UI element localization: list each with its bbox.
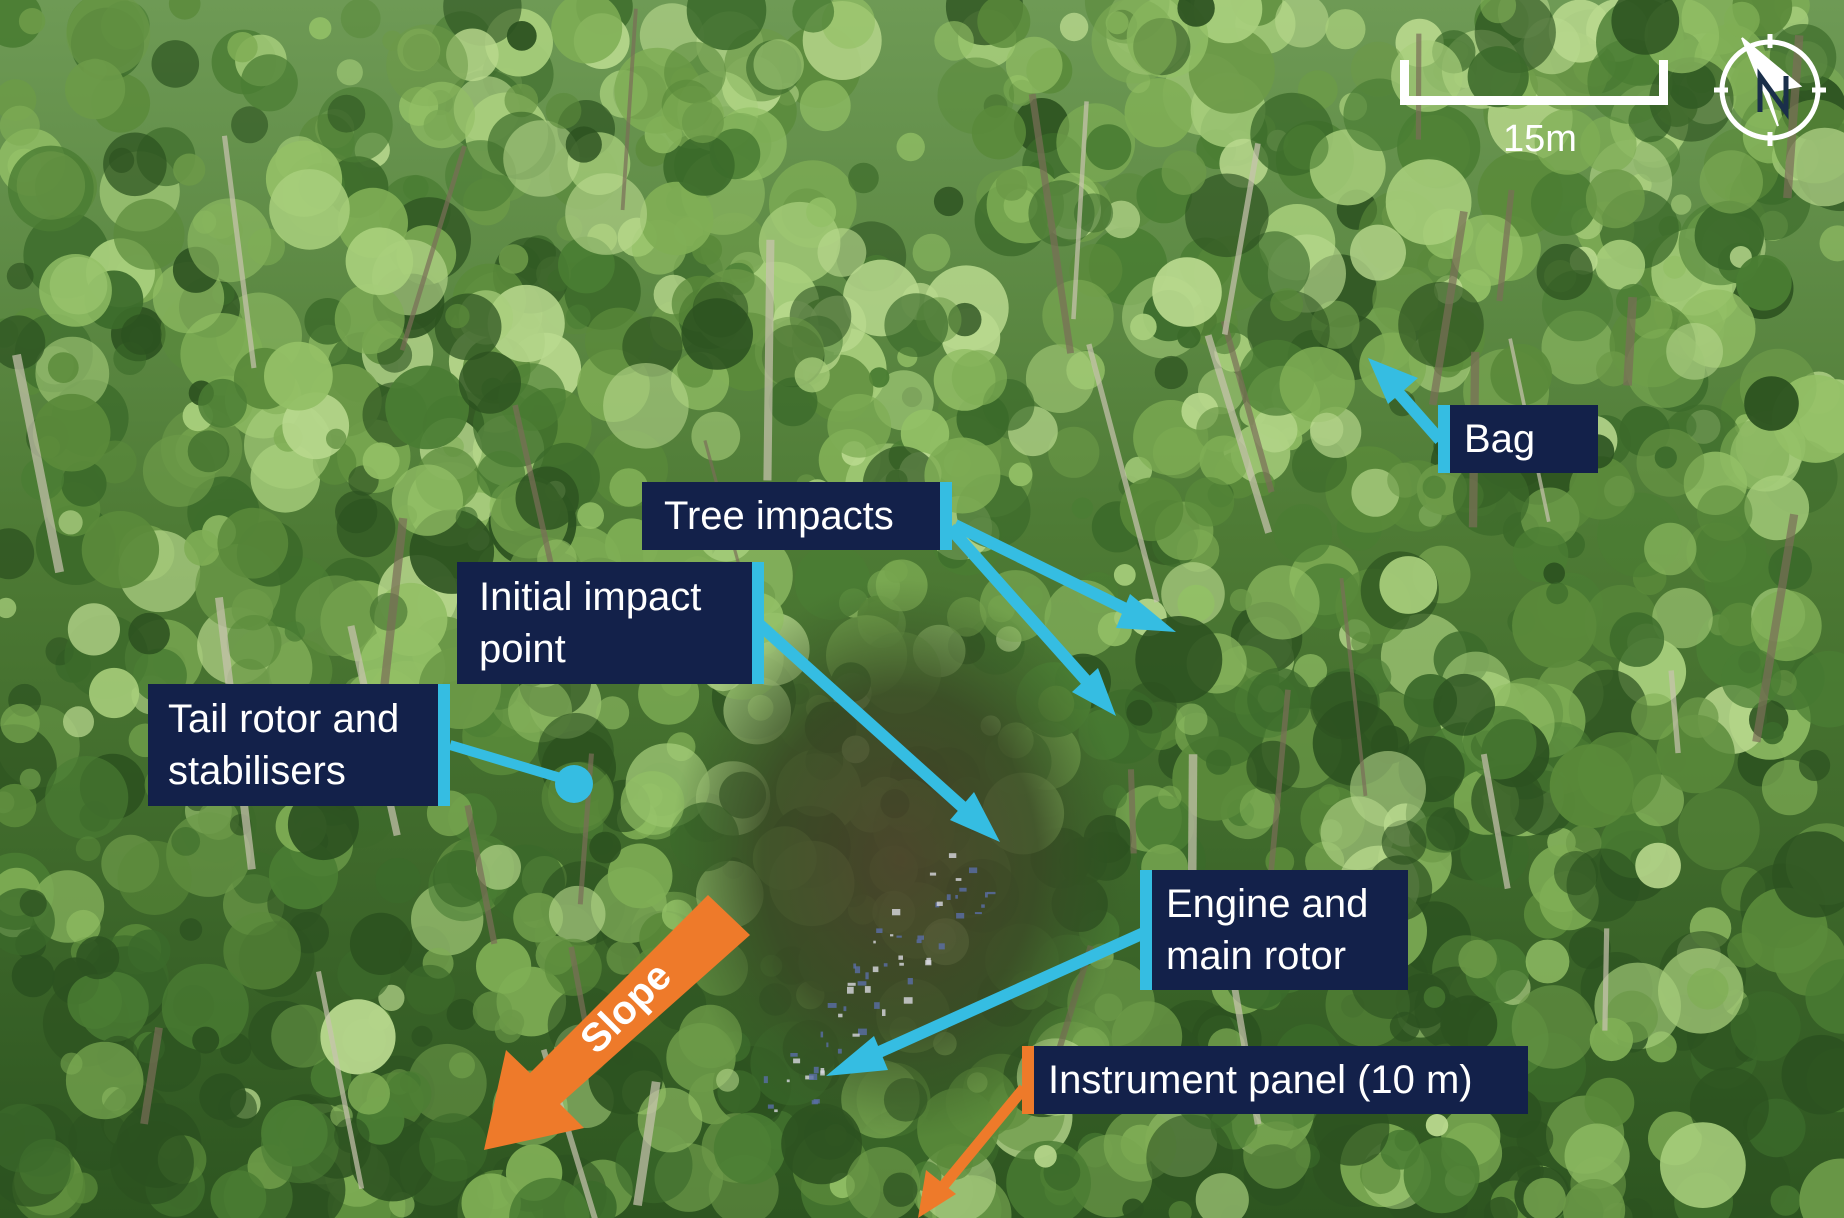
scale-bar-icon — [1400, 60, 1668, 105]
tree-impacts-label: Tree impacts — [642, 482, 952, 550]
tree-impacts-label-text: Tree impacts — [664, 494, 894, 538]
tree-impact-arrow-2 — [945, 524, 1116, 716]
north-arrow-icon — [1714, 34, 1826, 146]
initial-impact-label: Initial impact point — [457, 562, 764, 684]
tail-rotor-label: Tail rotor and stabilisers — [148, 684, 450, 806]
initial-impact-label-text: Initial impact point — [479, 575, 702, 671]
instrument-panel-label: Instrument panel (10 m) — [1022, 1046, 1528, 1114]
tail-rotor-label-text: Tail rotor and stabilisers — [168, 697, 400, 793]
bag-label: Bag — [1438, 405, 1598, 473]
bag-label-text: Bag — [1464, 417, 1536, 461]
tree-impact-arrow-1 — [952, 519, 1176, 632]
tail-rotor-pointer — [448, 740, 593, 803]
engine-rotor-label: Engine and main rotor — [1140, 870, 1408, 990]
engine-rotor-label-text: Engine and main rotor — [1166, 882, 1369, 978]
initial-impact-arrow — [755, 620, 1000, 842]
scale-bar-label: 15m — [1503, 118, 1577, 160]
engine-rotor-arrow — [826, 926, 1149, 1076]
instrument-panel-arrow — [918, 1084, 1029, 1218]
instrument-panel-label-text: Instrument panel (10 m) — [1048, 1058, 1473, 1102]
bag-pointer-arrow — [1368, 358, 1445, 444]
slope-arrow — [484, 895, 750, 1150]
